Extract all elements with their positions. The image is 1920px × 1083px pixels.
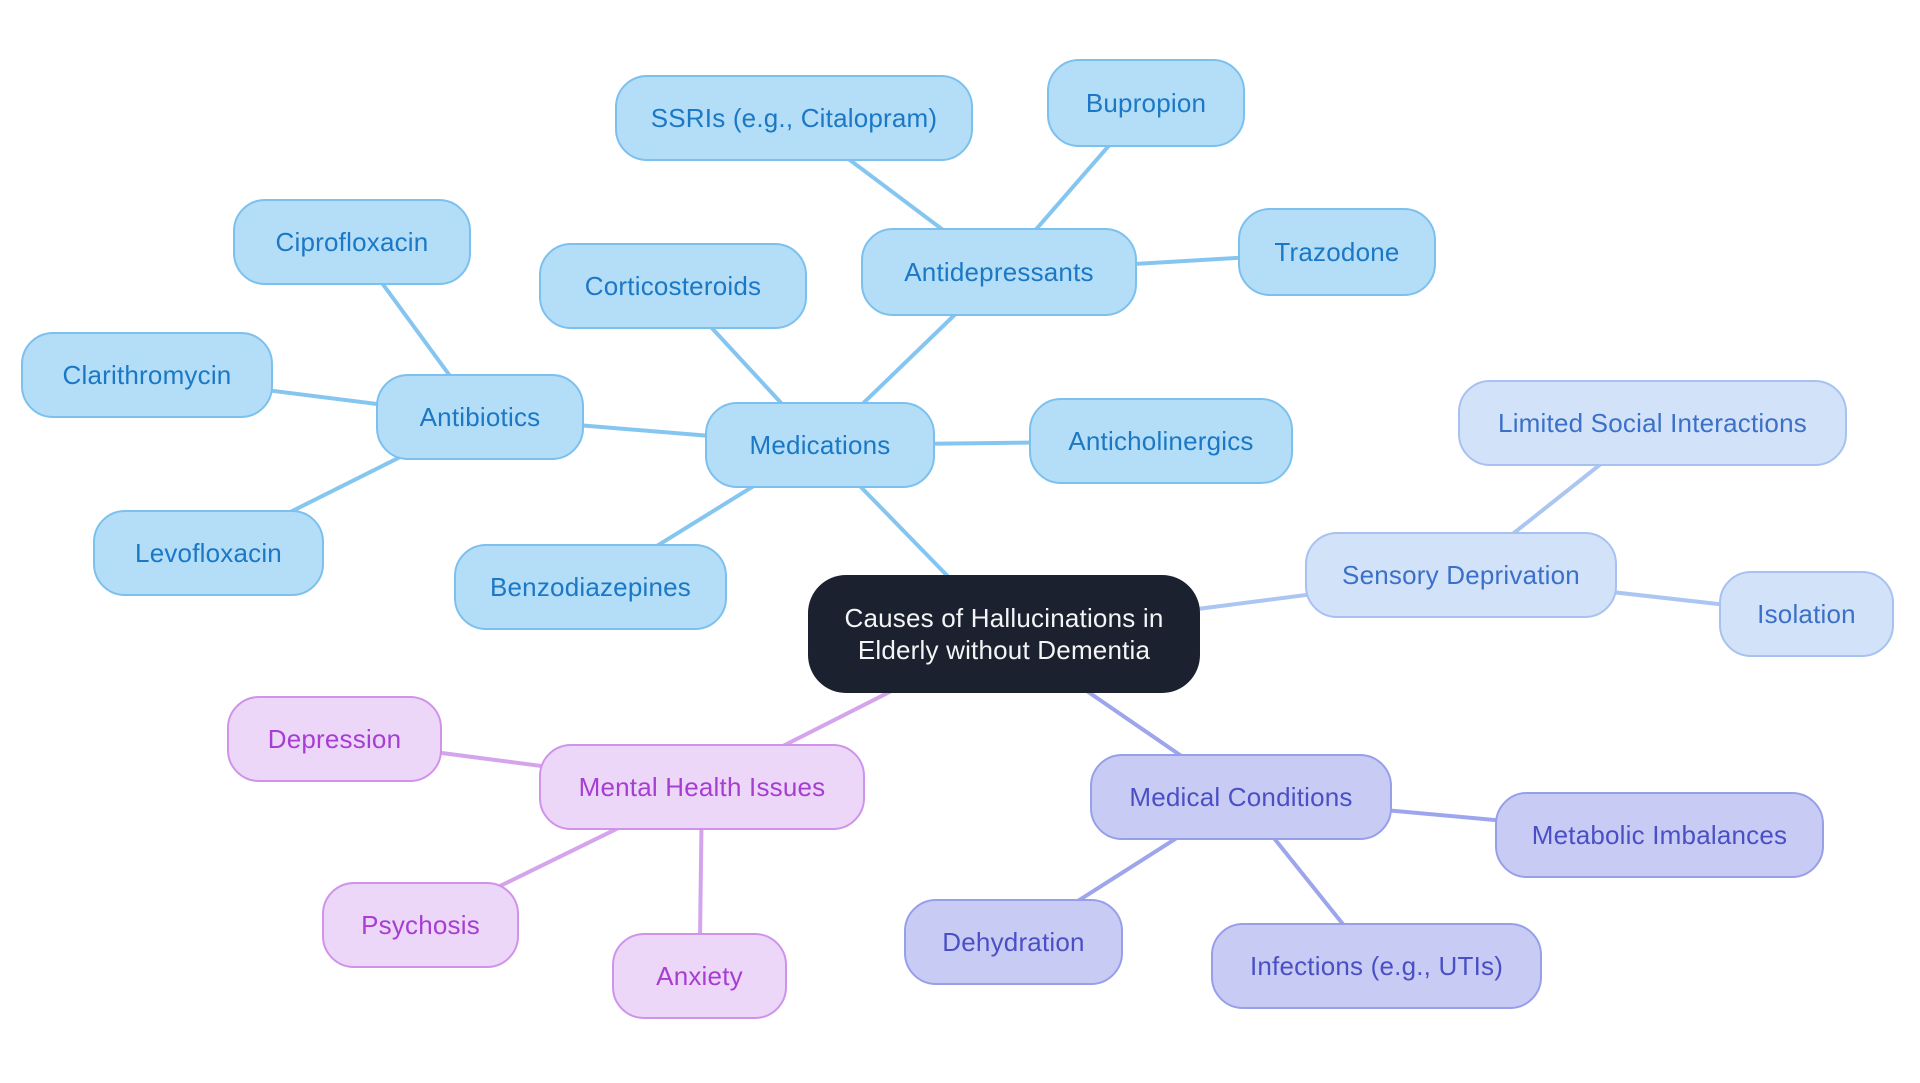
node-anxiety[interactable]: Anxiety xyxy=(612,933,787,1019)
node-trazodone[interactable]: Trazodone xyxy=(1238,208,1436,296)
node-bupropion[interactable]: Bupropion xyxy=(1047,59,1245,147)
node-antibiotics-label: Antibiotics xyxy=(419,401,541,432)
node-corticosteroids-label: Corticosteroids xyxy=(584,270,762,301)
node-mental-health-issues-label: Mental Health Issues xyxy=(578,771,826,802)
node-infections[interactable]: Infections (e.g., UTIs) xyxy=(1211,923,1542,1009)
node-corticosteroids[interactable]: Corticosteroids xyxy=(539,243,807,329)
node-ciprofloxacin-label: Ciprofloxacin xyxy=(275,226,429,257)
node-antibiotics[interactable]: Antibiotics xyxy=(376,374,584,460)
node-depression[interactable]: Depression xyxy=(227,696,442,782)
node-benzodiazepines[interactable]: Benzodiazepines xyxy=(454,544,727,630)
node-psychosis[interactable]: Psychosis xyxy=(322,882,519,968)
node-central-topic[interactable]: Causes of Hallucinations in Elderly with… xyxy=(808,575,1200,693)
node-metabolic-imbalances[interactable]: Metabolic Imbalances xyxy=(1495,792,1824,878)
node-trazodone-label: Trazodone xyxy=(1274,236,1400,267)
node-dehydration-label: Dehydration xyxy=(942,926,1085,957)
node-levofloxacin[interactable]: Levofloxacin xyxy=(93,510,324,596)
node-medications-label: Medications xyxy=(749,429,891,460)
node-anxiety-label: Anxiety xyxy=(656,960,743,991)
node-limited-social-interactions-label: Limited Social Interactions xyxy=(1498,407,1807,438)
node-mental-health-issues[interactable]: Mental Health Issues xyxy=(539,744,865,830)
node-antidepressants[interactable]: Antidepressants xyxy=(861,228,1137,316)
node-medical-conditions-label: Medical Conditions xyxy=(1129,781,1353,812)
node-central-topic-label: Causes of Hallucinations in Elderly with… xyxy=(844,602,1164,666)
node-sensory-deprivation-label: Sensory Deprivation xyxy=(1342,559,1580,590)
node-psychosis-label: Psychosis xyxy=(361,909,480,940)
node-anticholinergics[interactable]: Anticholinergics xyxy=(1029,398,1293,484)
node-medications[interactable]: Medications xyxy=(705,402,935,488)
node-levofloxacin-label: Levofloxacin xyxy=(135,537,282,568)
node-antidepressants-label: Antidepressants xyxy=(904,256,1094,287)
node-clarithromycin-label: Clarithromycin xyxy=(62,359,232,390)
node-ssris[interactable]: SSRIs (e.g., Citalopram) xyxy=(615,75,973,161)
node-limited-social-interactions[interactable]: Limited Social Interactions xyxy=(1458,380,1847,466)
node-isolation[interactable]: Isolation xyxy=(1719,571,1894,657)
node-ssris-label: SSRIs (e.g., Citalopram) xyxy=(650,102,938,133)
node-anticholinergics-label: Anticholinergics xyxy=(1068,425,1254,456)
node-infections-label: Infections (e.g., UTIs) xyxy=(1249,950,1504,981)
node-dehydration[interactable]: Dehydration xyxy=(904,899,1123,985)
node-ciprofloxacin[interactable]: Ciprofloxacin xyxy=(233,199,471,285)
node-bupropion-label: Bupropion xyxy=(1085,87,1207,118)
node-metabolic-imbalances-label: Metabolic Imbalances xyxy=(1531,819,1788,850)
node-depression-label: Depression xyxy=(267,723,402,754)
node-isolation-label: Isolation xyxy=(1757,598,1856,629)
node-benzodiazepines-label: Benzodiazepines xyxy=(489,571,692,602)
node-medical-conditions[interactable]: Medical Conditions xyxy=(1090,754,1392,840)
node-clarithromycin[interactable]: Clarithromycin xyxy=(21,332,273,418)
node-sensory-deprivation[interactable]: Sensory Deprivation xyxy=(1305,532,1617,618)
